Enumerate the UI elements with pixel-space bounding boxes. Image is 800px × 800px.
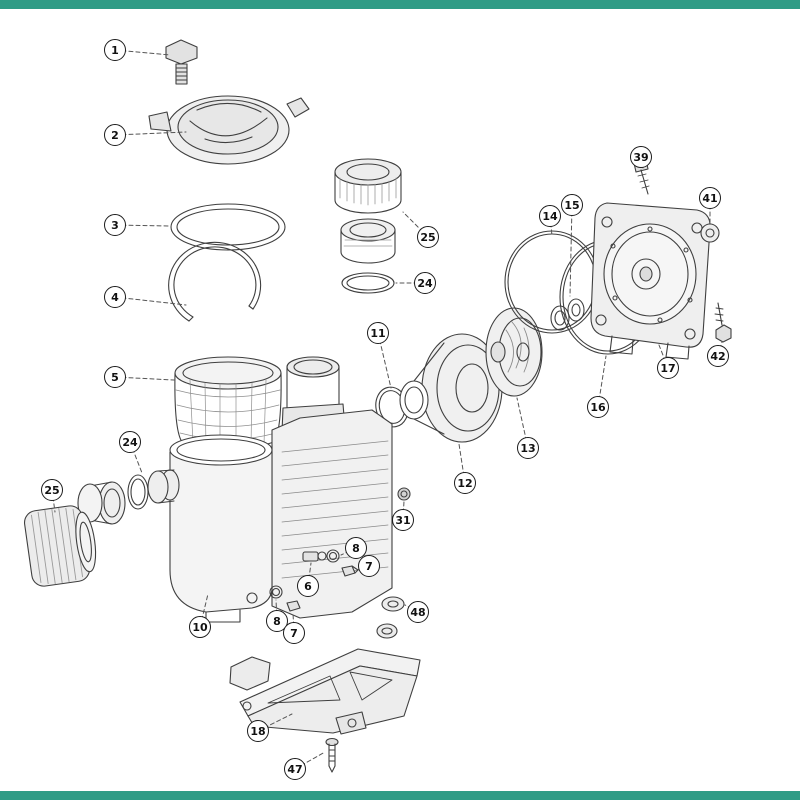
leader-line-24 [129, 441, 143, 474]
part-2-lid-drawing [148, 95, 310, 165]
part-4-clamp-ring-drawing [168, 241, 262, 322]
callout-31: 31 [392, 509, 414, 531]
part-7-plug-lower-drawing [286, 600, 301, 612]
callout-10: 10 [189, 616, 211, 638]
part-8-oring-lower-drawing [269, 585, 283, 599]
callout-25: 25 [417, 226, 439, 248]
part-13-impeller-drawing [485, 307, 543, 397]
leader-line-4 [114, 296, 187, 306]
callout-11: 11 [367, 322, 389, 344]
part-12-diffuser-drawing [399, 333, 503, 443]
callout-18: 18 [247, 720, 269, 742]
part-47-screw-drawing [325, 737, 339, 773]
callout-47: 47 [284, 758, 306, 780]
callout-2: 2 [104, 124, 126, 146]
callout-15: 15 [561, 194, 583, 216]
callout-17: 17 [657, 357, 679, 379]
part-3-oring-drawing [170, 203, 286, 251]
callout-16: 16 [587, 396, 609, 418]
part-31-plug-drawing [397, 487, 411, 501]
part-48-foot-drawing [376, 596, 405, 639]
callout-48: 48 [407, 601, 429, 623]
callout-13: 13 [517, 437, 539, 459]
part-8-oring-upper-drawing [326, 549, 340, 563]
leader-line-47 [294, 751, 326, 770]
part-42-bolt-drawing [714, 302, 732, 343]
bottom-accent-bar [0, 791, 800, 800]
callout-5: 5 [104, 366, 126, 388]
top-accent-bar [0, 0, 800, 9]
callout-3: 3 [104, 214, 126, 236]
callout-6: 6 [297, 575, 319, 597]
leader-line-10 [199, 593, 209, 628]
callout-12: 12 [454, 472, 476, 494]
part-union-collar-left-drawing [77, 481, 126, 525]
part-41-washer-drawing [700, 223, 720, 243]
part-25-union-nut-top-drawing [334, 158, 402, 214]
part-6-fitting-drawing [302, 551, 327, 562]
callout-4: 4 [104, 286, 126, 308]
callout-25: 25 [41, 479, 63, 501]
leader-line-15 [569, 204, 573, 297]
part-17-motor-flange-drawing [590, 202, 711, 360]
callout-8: 8 [266, 610, 288, 632]
part-18-base-drawing [229, 648, 421, 735]
part-tailpiece-left-drawing [147, 469, 175, 504]
callout-7: 7 [283, 622, 305, 644]
part-union-collar-top-drawing [340, 218, 396, 264]
leader-line-25 [402, 211, 429, 238]
callout-41: 41 [699, 187, 721, 209]
callout-42: 42 [707, 345, 729, 367]
callout-14: 14 [539, 205, 561, 227]
part-25-union-nut-left-drawing [23, 505, 97, 587]
callout-7: 7 [358, 555, 380, 577]
part-24-oring-top-drawing [341, 272, 395, 294]
callout-1: 1 [104, 39, 126, 61]
callout-8: 8 [345, 537, 367, 559]
callout-39: 39 [630, 146, 652, 168]
callout-24: 24 [414, 272, 436, 294]
leader-line-18 [257, 713, 293, 732]
part-7-plug-upper-drawing [341, 565, 359, 577]
part-1-plug-drawing [165, 39, 198, 85]
leader-line-2 [114, 131, 187, 136]
part-24-oring-left-drawing [127, 474, 149, 510]
callout-24: 24 [119, 431, 141, 453]
